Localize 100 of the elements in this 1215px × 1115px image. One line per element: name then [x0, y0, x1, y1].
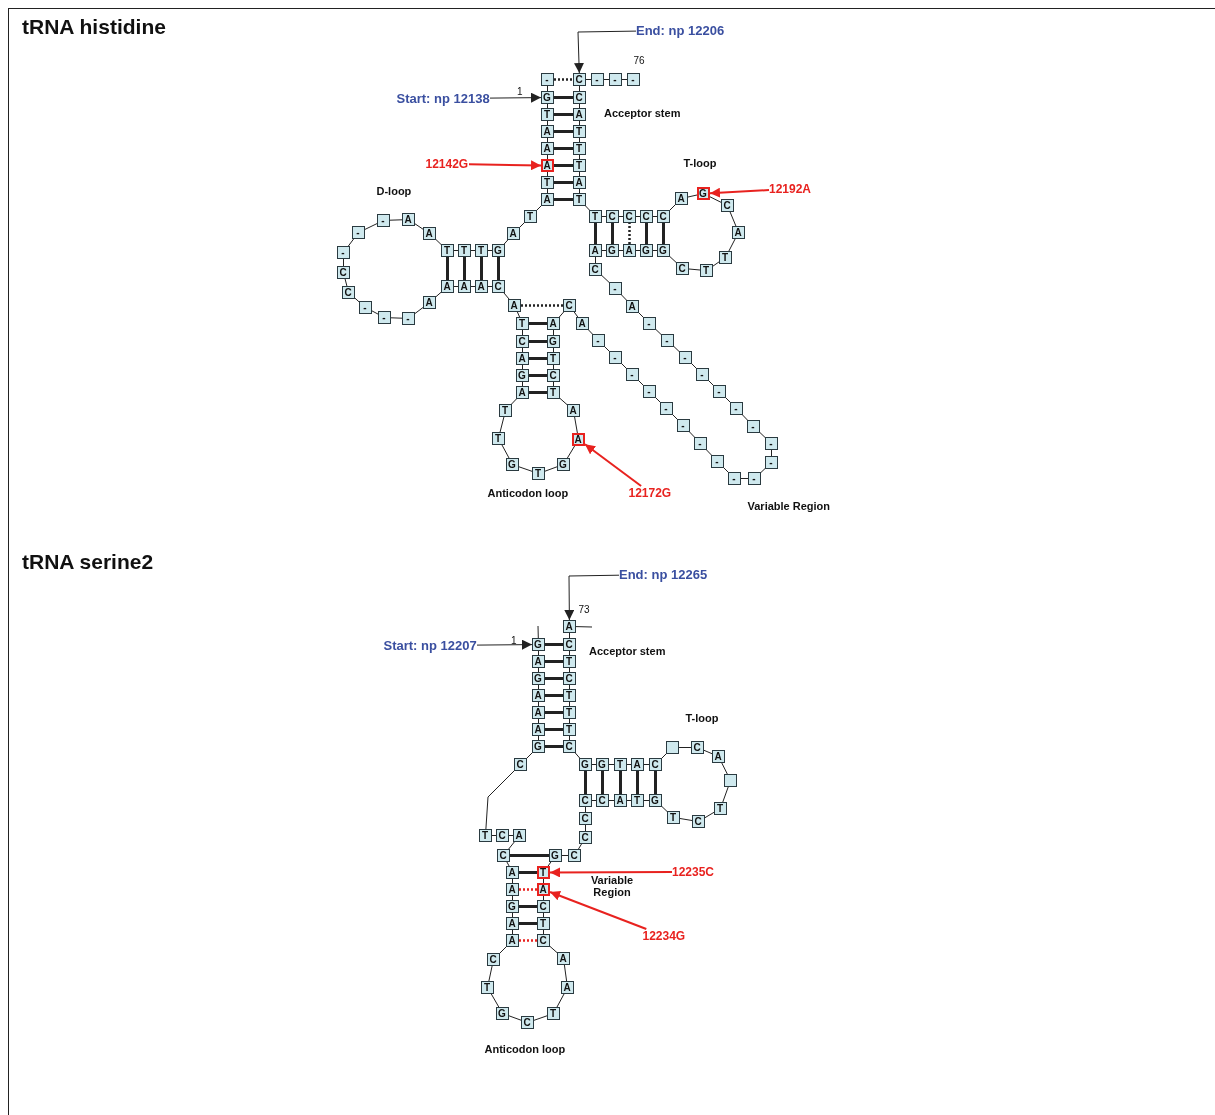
backbone-line	[669, 204, 676, 211]
nucleotide-box: -	[401, 311, 415, 325]
backbone-line	[655, 329, 662, 335]
backbone-line	[547, 103, 548, 109]
nucleotide-box: A	[566, 403, 580, 417]
backbone-line	[453, 286, 459, 287]
nucleotide-box: C	[491, 279, 505, 293]
nucleotide-box: -	[693, 436, 707, 450]
nucleotide-box: C	[496, 848, 510, 862]
nucleotide-box: C	[691, 814, 705, 828]
nucleotide-box: A	[562, 619, 576, 633]
backbone-line	[547, 154, 548, 160]
backbone-line	[536, 205, 542, 211]
region-label: T-loop	[685, 712, 719, 724]
nucleotide-box: -	[336, 245, 350, 259]
nucleotide-box: A	[440, 279, 454, 293]
backbone-line	[547, 120, 548, 126]
nucleotide-box: C	[605, 209, 619, 223]
backbone-line	[470, 286, 476, 287]
backbone-line	[553, 364, 554, 370]
base-pair-bond	[645, 223, 648, 244]
mutation-label: 12235C	[672, 865, 715, 879]
backbone-line	[742, 414, 748, 421]
position-label: Start: np 12138	[396, 90, 490, 106]
nucleotide-box: T	[666, 810, 680, 824]
backbone-line	[347, 238, 355, 247]
base-pair-bond	[529, 357, 547, 360]
backbone-line	[512, 912, 513, 918]
nucleotide-box: C	[639, 209, 653, 223]
nucleotide-box: A	[613, 793, 627, 807]
nucleotide-box: C	[536, 899, 550, 913]
backbone-line	[538, 701, 539, 707]
nucleotide-box: -	[764, 455, 778, 469]
backbone-line	[569, 650, 570, 656]
nucleotide-box: T	[588, 209, 602, 223]
backbone-line	[543, 912, 544, 918]
position-label: Start: np 12207	[383, 637, 477, 653]
base-pair-bond	[554, 78, 573, 81]
arrow	[549, 867, 673, 878]
backbone-line	[585, 806, 586, 813]
base-pair-bond	[545, 643, 563, 646]
backbone-line	[708, 380, 714, 386]
backbone-line	[538, 684, 539, 690]
nucleotide-box: C	[341, 285, 355, 299]
base-pair-bond	[628, 223, 631, 244]
backbone-line	[673, 346, 680, 352]
backbone-line	[533, 1015, 548, 1021]
backbone-line	[618, 250, 624, 251]
backbone-line	[506, 861, 510, 867]
nucleotide-box: -	[747, 471, 761, 485]
nucleotide-box: -	[676, 418, 690, 432]
nucleotide-box: C	[515, 334, 529, 348]
nucleotide-box: A	[505, 916, 519, 930]
base-pair-bond	[545, 660, 563, 663]
base-pair-bond	[519, 871, 537, 874]
backbone-line	[390, 317, 403, 319]
nucleotide-box: -	[608, 72, 622, 86]
region-label: Variable Region	[747, 500, 831, 512]
backbone-line	[561, 855, 569, 856]
backbone-line	[578, 843, 582, 850]
backbone-line	[543, 878, 544, 884]
mutation-label: 12142G	[425, 157, 469, 171]
backbone-line	[759, 432, 766, 438]
nucleotide-box: A	[546, 316, 560, 330]
base-pair-bond	[545, 677, 563, 680]
nucleotide-box: C	[675, 261, 689, 275]
base-pair-bond	[554, 147, 573, 150]
backbone-line	[499, 416, 505, 433]
nucleotide-box: C	[486, 952, 500, 966]
nucleotide-box: A	[422, 226, 436, 240]
nucleotide-box: A	[560, 980, 574, 994]
nucleotide-box: A	[457, 279, 471, 293]
backbone-line	[601, 250, 607, 251]
nucleotide-box: A	[540, 141, 554, 155]
backbone-line	[621, 79, 628, 80]
backbone-line	[601, 216, 607, 217]
nucleotide-box: A	[540, 124, 554, 138]
nucleotide-box: T	[540, 175, 554, 189]
backbone-line	[712, 261, 720, 267]
backbone-line	[547, 188, 548, 194]
backbone-line	[569, 684, 570, 690]
region-label: Anticodon loop	[484, 1043, 566, 1055]
backbone-line	[435, 239, 442, 245]
base-pair-bond	[521, 304, 563, 307]
backbone-line	[689, 431, 695, 438]
nucleotide-box: A	[575, 316, 589, 330]
empty-nucleotide-box	[665, 740, 679, 754]
backbone-line	[601, 275, 610, 283]
mutation-label: 12192A	[769, 182, 812, 196]
backbone-line	[585, 79, 592, 80]
backbone-line	[538, 650, 539, 656]
backbone-line	[547, 171, 548, 177]
backbone-line	[491, 835, 497, 836]
position-label: End: np 12206	[636, 22, 725, 38]
backbone-line	[638, 380, 644, 386]
nucleotide-box: T	[713, 801, 727, 815]
nucleotide-box: G	[505, 457, 519, 471]
backbone-line	[501, 444, 510, 459]
nucleotide-box: G	[648, 793, 662, 807]
nucleotide-box: T	[480, 980, 494, 994]
